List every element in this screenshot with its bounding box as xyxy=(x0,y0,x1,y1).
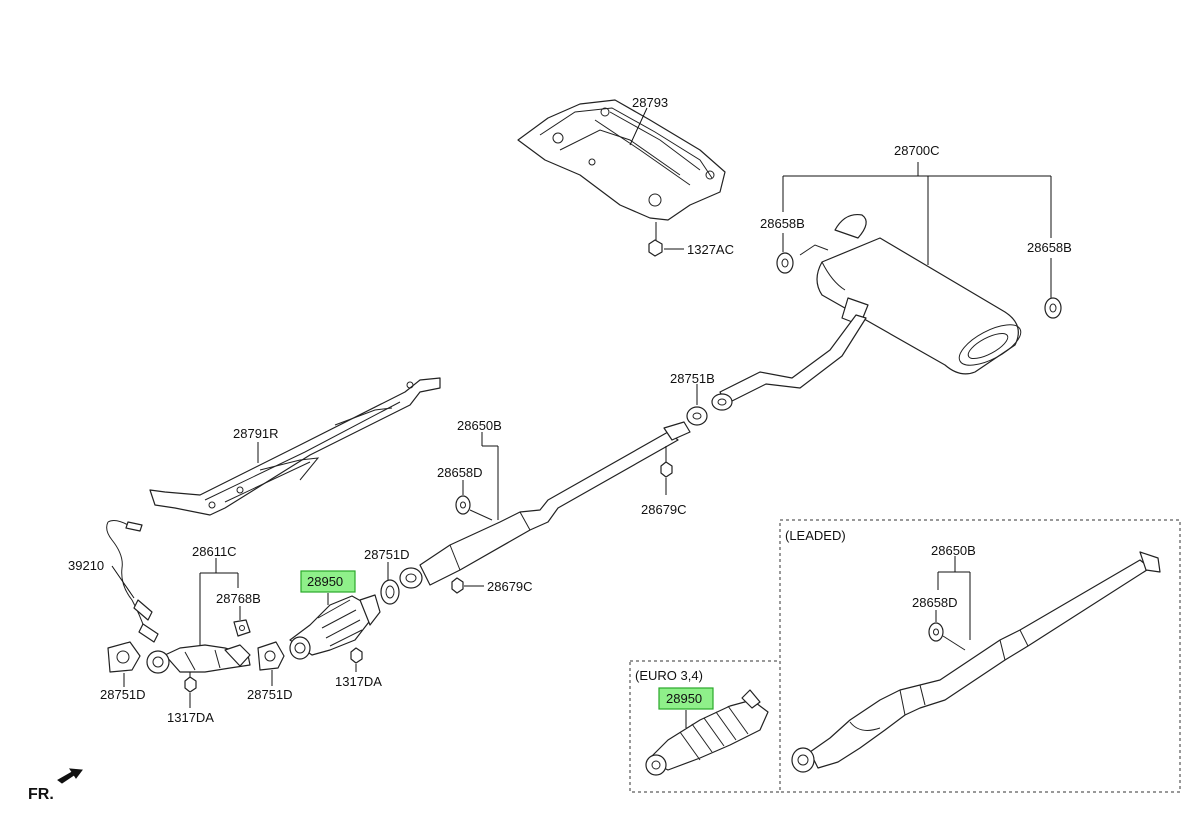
label-28611c: 28611C xyxy=(192,544,237,559)
label-leaded-28650b: 28650B xyxy=(931,543,976,558)
nut-1317da-left xyxy=(184,672,197,708)
label-28751b: 28751B xyxy=(670,371,715,386)
label-28700c: 28700C xyxy=(894,143,940,158)
label-28751d-mid: 28751D xyxy=(364,547,410,562)
center-pipe xyxy=(399,421,691,589)
label-28751d-left: 28751D xyxy=(100,687,146,702)
label-1317da-mid: 1317DA xyxy=(335,674,382,689)
label-28950-euro[interactable]: 28950 xyxy=(666,691,702,706)
manifold-leader xyxy=(199,558,239,645)
label-28751d-right: 28751D xyxy=(247,687,293,702)
label-1317da-left: 1317DA xyxy=(167,710,214,725)
center-heat-protector xyxy=(149,377,441,516)
label-front: FR. xyxy=(28,786,54,803)
gasket-28751d-right xyxy=(257,641,285,686)
catalytic-converter-main xyxy=(289,594,381,660)
leaded-variant-box xyxy=(779,519,1181,793)
gasket-28751d-mid xyxy=(380,562,400,605)
label-39210: 39210 xyxy=(68,558,104,573)
label-28658b-left: 28658B xyxy=(760,216,805,231)
rubber-hanger-right xyxy=(1044,258,1062,319)
muffler-leader xyxy=(782,162,1052,265)
label-28791r: 28791R xyxy=(233,426,279,441)
bracket-28768b xyxy=(233,606,251,637)
label-28950-main[interactable]: 28950 xyxy=(307,574,343,589)
rubber-hanger-left xyxy=(776,233,794,274)
label-leaded: (LEADED) xyxy=(785,528,846,543)
catalytic-converter-euro xyxy=(645,689,769,776)
center-pipe-leader xyxy=(481,432,499,520)
rubber-hanger-28658d xyxy=(455,480,493,521)
highlight-28950-main[interactable] xyxy=(300,570,356,593)
nut-28679c-low xyxy=(451,577,484,594)
oxygen-sensor xyxy=(106,520,159,643)
label-28768b: 28768B xyxy=(216,591,261,606)
floor-heat-protector xyxy=(517,99,726,221)
label-1327ac: 1327AC xyxy=(687,242,734,257)
exhaust-manifold-converter xyxy=(146,644,251,674)
nut-28679c-top xyxy=(660,446,673,495)
label-28650b: 28650B xyxy=(457,418,502,433)
label-euro: (EURO 3,4) xyxy=(635,668,703,683)
front-arrow-icon xyxy=(57,768,83,784)
label-28658b-right: 28658B xyxy=(1027,240,1072,255)
highlight-28950-euro[interactable] xyxy=(658,687,714,710)
leaded-hanger-28658d xyxy=(928,610,966,651)
gasket-28751b xyxy=(686,384,733,426)
muffler-inlet-pipe xyxy=(719,314,867,405)
leader-28793 xyxy=(629,107,648,146)
label-leaded-28658d: 28658D xyxy=(912,595,958,610)
label-28679c-top: 28679C xyxy=(641,502,687,517)
label-28793: 28793 xyxy=(632,95,668,110)
rear-muffler xyxy=(799,213,1022,375)
leaded-pipe-leader xyxy=(937,556,971,640)
leaded-center-pipe xyxy=(791,551,1161,773)
gasket-28751d-left xyxy=(107,641,141,687)
euro-variant-box xyxy=(629,660,781,793)
nut-1317da-mid xyxy=(350,647,363,672)
label-28658d: 28658D xyxy=(437,465,483,480)
label-28679c-low: 28679C xyxy=(487,579,533,594)
nut-1327ac xyxy=(648,222,663,257)
